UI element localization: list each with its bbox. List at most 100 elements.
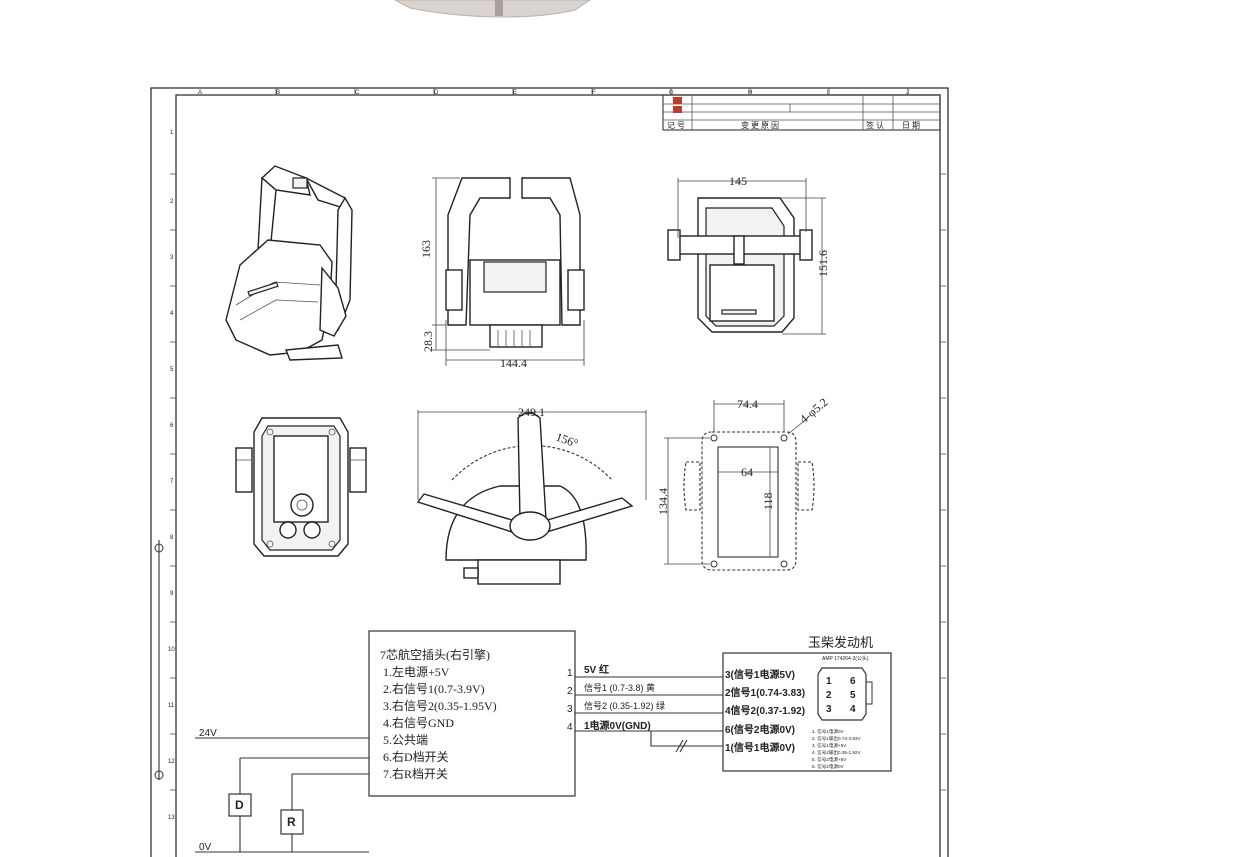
- signal-wires: 1 2 3 4 5V 红 信号1 (0.7-3.8) 黄 信号2 (0.35-1…: [567, 663, 723, 753]
- col-label: A: [198, 90, 202, 96]
- row-label: 4: [170, 311, 174, 317]
- column-labels: A B C D E F G H I J: [198, 90, 909, 96]
- engine-pin: 4信号2(0.37-1.92): [725, 704, 805, 717]
- col-label: B: [276, 90, 280, 96]
- engine-pin: 3(信号1电源5V): [725, 668, 795, 681]
- row-label: 3: [170, 255, 174, 261]
- column-ticks: [275, 88, 909, 95]
- plug-pin: 6: [850, 676, 856, 687]
- col-label: I: [827, 90, 829, 96]
- wire-label: 1电源0V(GND): [584, 719, 651, 732]
- dim-arc-angle: 156°: [554, 430, 580, 451]
- punch-hole-upper: [154, 543, 164, 553]
- wire-number: 4: [567, 722, 573, 733]
- wire-number: 1: [567, 668, 573, 679]
- col-label: F: [592, 90, 596, 96]
- row-label: 6: [170, 423, 174, 429]
- col-label: J: [906, 90, 909, 96]
- dim-template-inner-width: 64: [741, 465, 753, 479]
- row-label: 13: [168, 815, 175, 821]
- row-label: 11: [168, 703, 175, 709]
- revision-mark-header: 记 号: [667, 121, 685, 130]
- revision-stamp-upper: [673, 97, 682, 104]
- revision-block: 记 号 变 更 原 因 签 认 日 期: [662, 94, 941, 131]
- dim-template-width: 74.4: [737, 397, 758, 411]
- dim-top-height: 151.6: [816, 250, 830, 277]
- row-label: 2: [170, 199, 174, 205]
- plug-pin: 4: [850, 704, 856, 715]
- col-label: H: [748, 90, 752, 96]
- engine-note: 3. 信号1电源+5V: [812, 742, 847, 749]
- engine-note: 1. 信号1电源0V: [812, 728, 845, 735]
- row-label: 5: [170, 367, 174, 373]
- connector-pin: 6.右D档开关: [383, 749, 449, 764]
- product-photo-edge: [394, 0, 591, 18]
- product-photo-highlight: [495, 0, 503, 16]
- connector-pin: 7.右R档开关: [383, 766, 448, 781]
- row-label: 12: [168, 759, 175, 765]
- connector-pin: 3.右信号2(0.35-1.95V): [383, 698, 497, 713]
- punch-hole-lower: [154, 770, 164, 780]
- revision-reason-header: 变 更 原 因: [741, 120, 779, 130]
- plug-pin: 3: [826, 704, 832, 715]
- engine-pin: 6(信号2电源0V): [725, 723, 795, 736]
- col-label: G: [669, 90, 674, 96]
- front-view: 163 28.3 144.4: [419, 177, 585, 370]
- engine-note: 5. 信号2电源+5V: [812, 756, 847, 763]
- amp-label: AMP 174264-2(公头): [822, 655, 869, 662]
- dim-top-width: 145: [729, 174, 747, 188]
- isometric-view: [225, 165, 353, 361]
- row-ticks: [170, 173, 946, 791]
- col-label: E: [513, 90, 517, 96]
- dim-template-inner-height: 118: [761, 492, 775, 510]
- connector-pin: 1.左电源+5V: [383, 664, 450, 679]
- wire-number: 2: [567, 686, 573, 697]
- dim-side-base: 28.3: [421, 331, 435, 352]
- row-label: 1: [170, 130, 174, 136]
- switch-wiring: 24V 0V D R: [195, 728, 369, 853]
- row-labels-left: 1 2 3 4 5 6 7 8 9 10 11 12 13: [168, 130, 175, 821]
- top-view: 145 151.6: [667, 174, 830, 335]
- dim-side-width: 144.4: [500, 356, 527, 370]
- switch-d-label: D: [235, 798, 244, 812]
- engine-note: 4. 信号2输出0.35-1.92V: [812, 749, 861, 756]
- connector-pin: 4.右信号GND: [383, 715, 454, 730]
- revision-date-header: 日 期: [902, 121, 920, 130]
- col-label: D: [434, 90, 439, 96]
- dim-side-height: 163: [419, 240, 433, 258]
- dim-template-height: 134.4: [656, 488, 670, 515]
- connector-pin: 2.右信号1(0.7-3.9V): [383, 681, 485, 696]
- revision-stamp-lower: [673, 106, 682, 113]
- row-label: 10: [168, 647, 175, 653]
- arc-view: 249.1 156°: [416, 405, 647, 585]
- wire-label: 信号2 (0.35-1.92) 绿: [584, 700, 665, 711]
- outer-frame: [150, 87, 949, 857]
- row-label: 8: [170, 535, 174, 541]
- wire-number: 3: [567, 704, 573, 715]
- connector-block: 7芯航空插头(右引擎) 1.左电源+5V 2.右信号1(0.7-3.9V) 3.…: [368, 630, 576, 797]
- connector-title: 7芯航空插头(右引擎): [380, 647, 490, 662]
- engine-block: 玉柴发动机 3(信号1电源5V) 2信号1(0.74-3.83) 4信号2(0.…: [722, 635, 892, 772]
- template-view: 74.4 4-φ5.2 64 118 134.4: [656, 395, 830, 571]
- plug-pin: 5: [850, 690, 856, 701]
- row-label: 7: [170, 479, 174, 485]
- wire-label: 信号1 (0.7-3.8) 黄: [584, 682, 655, 693]
- inner-frame: [175, 94, 941, 857]
- plug-pin: 2: [826, 690, 832, 701]
- engine-note: 2. 信号1输出0.74-3.83V: [812, 735, 861, 742]
- dim-arc-width: 249.1: [518, 405, 545, 419]
- supply-0v-label: 0V: [199, 842, 212, 853]
- dim-template-holes: 4-φ5.2: [797, 395, 830, 426]
- plug-pin: 1: [826, 676, 832, 687]
- revision-sign-header: 签 认: [866, 120, 884, 130]
- supply-24v-label: 24V: [199, 728, 217, 739]
- engine-pin: 1(信号1电源0V): [725, 741, 795, 754]
- col-label: C: [355, 90, 360, 96]
- engine-title: 玉柴发动机: [808, 635, 873, 650]
- engine-note: 6. 信号2电源0V: [812, 763, 845, 770]
- bottom-view: [235, 417, 367, 557]
- connector-pin: 5.公共端: [383, 733, 428, 747]
- switch-r-label: R: [287, 815, 296, 829]
- engine-pin: 2信号1(0.74-3.83): [725, 686, 805, 699]
